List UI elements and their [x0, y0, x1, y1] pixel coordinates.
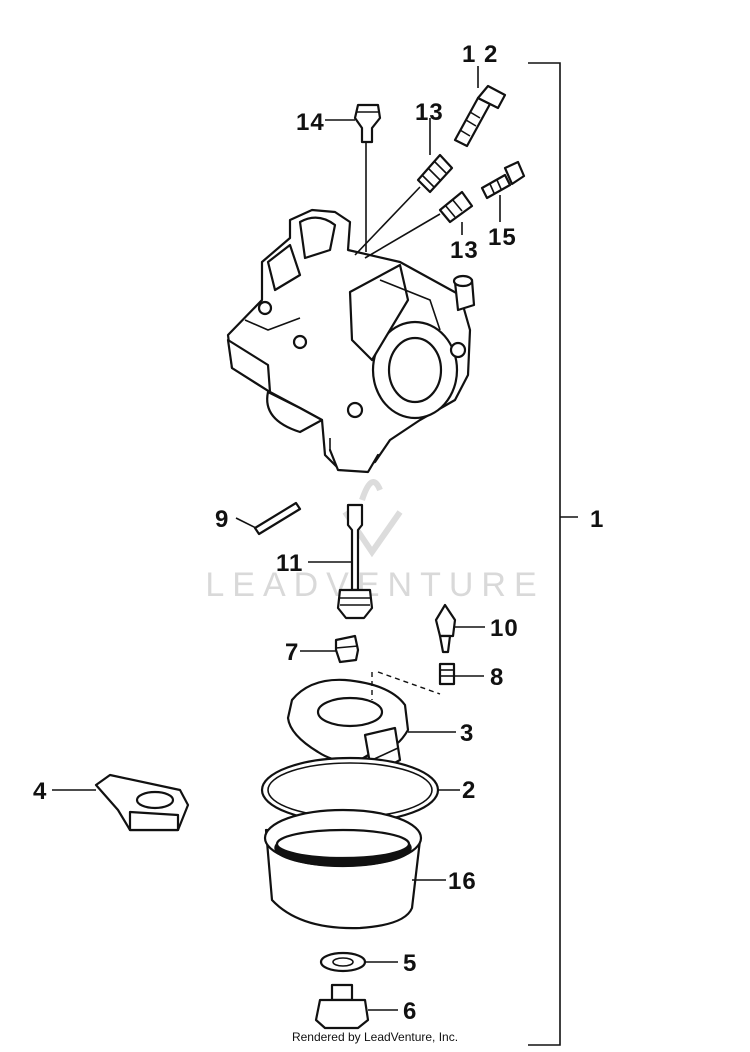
watermark-flame-mark [359, 479, 383, 501]
part-9-pin [235, 501, 302, 536]
part-3-float [286, 672, 456, 777]
callout-3: 3 [460, 720, 474, 747]
callout-13-lower: 13 [450, 237, 479, 264]
callout-10: 10 [490, 615, 519, 642]
part-12-needle-screw [453, 66, 507, 148]
part-13-spring-upper [354, 118, 454, 256]
callout-6: 6 [403, 998, 417, 1025]
part-6-bowl-nut [314, 983, 398, 1030]
leadventure-watermark: LEADVENTURE [205, 479, 544, 604]
part-15-screw [480, 160, 526, 222]
callout-14: 14 [296, 109, 325, 136]
part-16-float-bowl [263, 808, 446, 930]
callout-1: 1 [590, 506, 604, 533]
watermark-text: LEADVENTURE [205, 566, 544, 604]
callout-12: 1 2 [462, 41, 498, 68]
assembly-bracket [528, 62, 578, 1046]
callout-16: 16 [448, 868, 477, 895]
part-5-washer [319, 951, 398, 973]
callout-5: 5 [403, 950, 417, 977]
part-4-bracket [52, 773, 190, 832]
callout-2: 2 [462, 777, 476, 804]
callout-7: 7 [285, 639, 299, 666]
callout-9: 9 [215, 506, 229, 533]
callout-11: 11 [276, 550, 303, 577]
part-10-inlet-needle [434, 603, 485, 654]
carburetor-body [226, 208, 476, 474]
render-credit: Rendered by LeadVenture, Inc. [291, 1030, 459, 1044]
part-7-main-jet [300, 634, 360, 664]
callout-4: 4 [33, 778, 47, 805]
callout-15: 15 [488, 224, 517, 251]
callout-8: 8 [490, 664, 504, 691]
part-8-seat [377, 662, 484, 695]
part-11-emulsion-tube [308, 503, 374, 620]
part-14-screw [325, 103, 382, 252]
part-13-spring-lower [364, 190, 474, 259]
callout-13-upper: 13 [415, 99, 444, 126]
